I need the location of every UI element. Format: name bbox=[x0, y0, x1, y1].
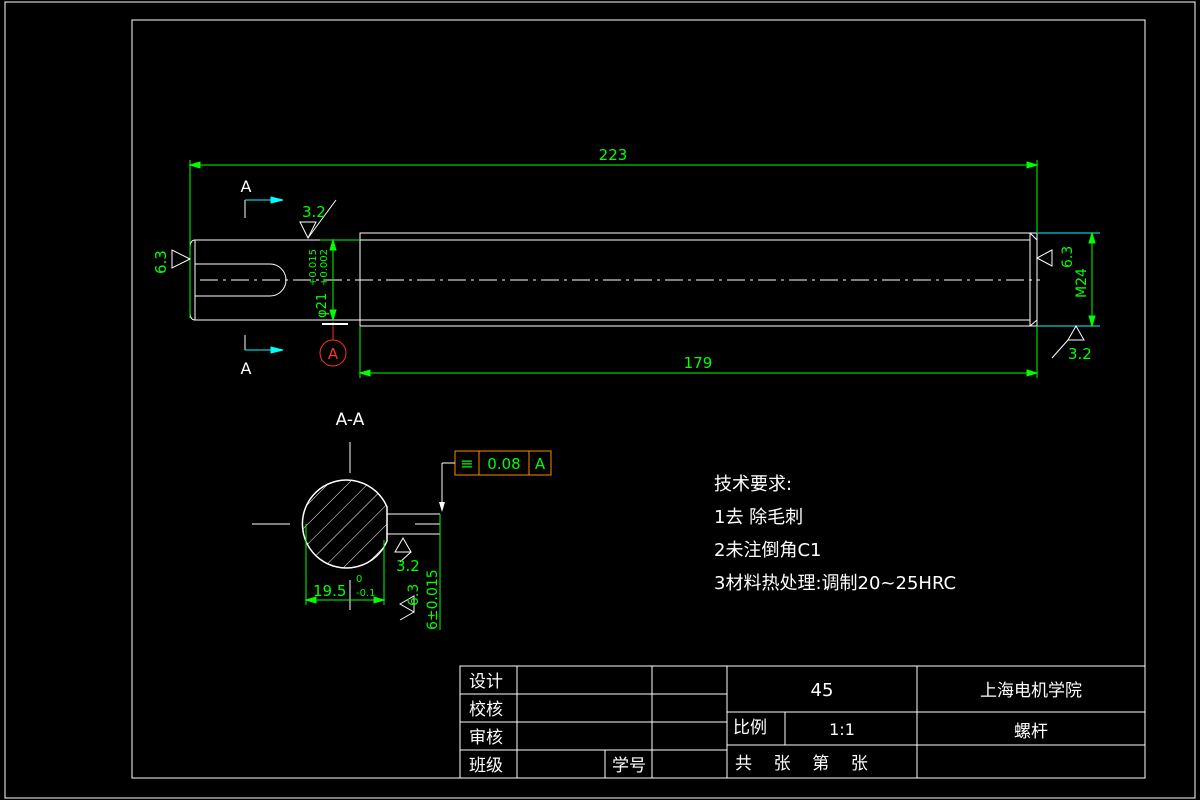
tech-item-2: 2未注倒角C1 bbox=[714, 540, 821, 561]
sheet-border bbox=[4, 1, 1196, 799]
roughness-symbol-right-bottom bbox=[1051, 324, 1085, 359]
tech-item-3: 3材料热处理:调制20~25HRC bbox=[714, 573, 956, 594]
journal-tol-lower: +0.002 bbox=[319, 249, 330, 286]
thread-dim-label: M24 bbox=[1074, 268, 1090, 298]
roughness-symbol-keyway bbox=[394, 536, 412, 563]
roughness-left-label: 6.3 bbox=[152, 250, 170, 274]
roughness-symbol-right-top bbox=[1035, 249, 1053, 267]
section-shape bbox=[301, 479, 388, 569]
keyway-width-label: 6±0.015 bbox=[425, 569, 441, 630]
roughness-symbol-top bbox=[299, 199, 337, 240]
tb-school: 上海电机学院 bbox=[980, 681, 1082, 701]
dim-thread-dia bbox=[1037, 231, 1100, 328]
drawing-frame bbox=[131, 19, 1146, 779]
tech-item-1: 1去 除毛刺 bbox=[714, 507, 803, 528]
roughness-symbol-left bbox=[171, 249, 192, 269]
section-title: A-A bbox=[336, 410, 365, 430]
journal-tol-upper: +0.015 bbox=[308, 249, 319, 286]
tb-review-label: 审核 bbox=[469, 728, 503, 748]
tb-sheets: 共 张 第 张 bbox=[735, 754, 868, 774]
journal-dim-label: φ21 bbox=[315, 293, 330, 318]
roughness-symbol-keyway-side bbox=[398, 595, 415, 621]
tech-title: 技术要求: bbox=[714, 474, 792, 495]
tb-scale-value: 1:1 bbox=[829, 720, 855, 739]
section-mark-bottom: A bbox=[241, 359, 252, 378]
datum-label: A bbox=[328, 345, 339, 363]
tb-design-label: 设计 bbox=[469, 672, 503, 692]
fcf-symbol: ≡ bbox=[460, 454, 473, 473]
dim-journal bbox=[320, 238, 360, 322]
tb-class-label: 班级 bbox=[469, 756, 503, 776]
fcf-value: 0.08 bbox=[487, 455, 520, 473]
fcf-arrow bbox=[439, 502, 445, 512]
roughness-right-top-label: 6.3 bbox=[1060, 246, 1076, 268]
roughness-right-bottom-label: 3.2 bbox=[1068, 345, 1092, 363]
section-mark-top: A bbox=[241, 177, 252, 196]
dim-keyway-depth bbox=[304, 524, 386, 605]
roughness-keyway-side-label: 6.3 bbox=[406, 584, 422, 606]
dim-overall-label: 223 bbox=[599, 146, 628, 164]
datum-circle bbox=[319, 339, 347, 367]
dim-thread bbox=[358, 326, 1039, 378]
keyway-depth-label: 19.5 bbox=[313, 582, 346, 600]
section-arrows bbox=[244, 196, 284, 354]
tb-student-id-label: 学号 bbox=[612, 756, 646, 776]
keyway-depth-tol-upper: 0 bbox=[356, 574, 362, 585]
tb-material: 45 bbox=[811, 680, 834, 701]
title-block bbox=[459, 665, 1146, 779]
tb-check-label: 校核 bbox=[469, 700, 503, 720]
dim-thread-label: 179 bbox=[684, 354, 713, 372]
tb-scale-label: 比例 bbox=[733, 718, 767, 738]
roughness-keyway-label: 3.2 bbox=[396, 557, 420, 575]
fcf-datum: A bbox=[535, 455, 546, 473]
dim-overall bbox=[188, 160, 1039, 318]
roughness-top-label: 3.2 bbox=[302, 203, 326, 221]
tb-part-name: 螺杆 bbox=[1014, 722, 1048, 742]
keyway-depth-tol-lower: -0.1 bbox=[356, 588, 376, 599]
